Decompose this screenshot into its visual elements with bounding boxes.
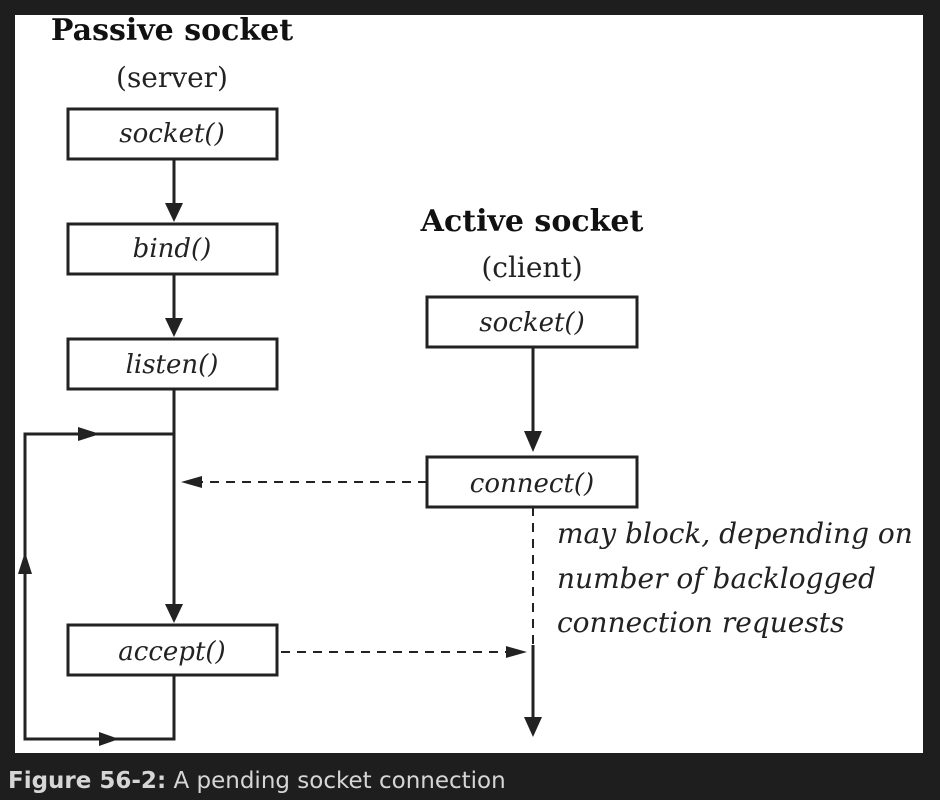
server-title: Passive socket bbox=[51, 15, 293, 48]
server-listen-label: listen() bbox=[126, 350, 219, 380]
server-socket-box: socket() bbox=[66, 107, 279, 161]
socket-connection-diagram: Passive socket (server) socket() bind() … bbox=[18, 15, 913, 746]
note-line-1: may block, depending on bbox=[557, 517, 913, 550]
server-accept-box: accept() bbox=[66, 623, 279, 677]
note-line-2: number of backlogged bbox=[557, 562, 876, 595]
server-arrow-socket-bind bbox=[165, 159, 183, 222]
server-bind-box: bind() bbox=[66, 222, 279, 276]
client-arrow-socket-connect bbox=[524, 347, 542, 452]
figure-caption: Figure 56-2: A pending socket connection bbox=[8, 768, 506, 794]
client-subtitle: (client) bbox=[481, 251, 582, 284]
server-arrow-bind-listen bbox=[165, 274, 183, 337]
server-socket-label: socket() bbox=[119, 119, 224, 149]
accept-response-arrow bbox=[281, 646, 527, 658]
server-arrow-listen-accept bbox=[165, 389, 183, 623]
blocking-note: may block, depending on number of backlo… bbox=[557, 517, 913, 639]
client-connect-box: connect() bbox=[425, 455, 639, 509]
caption-text: A pending socket connection bbox=[173, 768, 506, 794]
server-bind-label: bind() bbox=[133, 234, 212, 264]
client-blocking-path bbox=[524, 507, 542, 737]
server-subtitle: (server) bbox=[116, 61, 228, 94]
client-socket-label: socket() bbox=[479, 308, 584, 338]
caption-label: Figure 56-2: bbox=[8, 768, 167, 794]
client-connect-label: connect() bbox=[470, 469, 594, 499]
accept-loop-arrow bbox=[18, 427, 176, 746]
note-line-3: connection requests bbox=[557, 606, 844, 639]
diagram-panel: Passive socket (server) socket() bind() … bbox=[15, 15, 923, 753]
connect-request-arrow bbox=[181, 476, 427, 488]
server-accept-label: accept() bbox=[118, 637, 225, 667]
client-title: Active socket bbox=[420, 204, 644, 239]
client-socket-box: socket() bbox=[425, 295, 639, 349]
server-listen-box: listen() bbox=[66, 337, 279, 391]
